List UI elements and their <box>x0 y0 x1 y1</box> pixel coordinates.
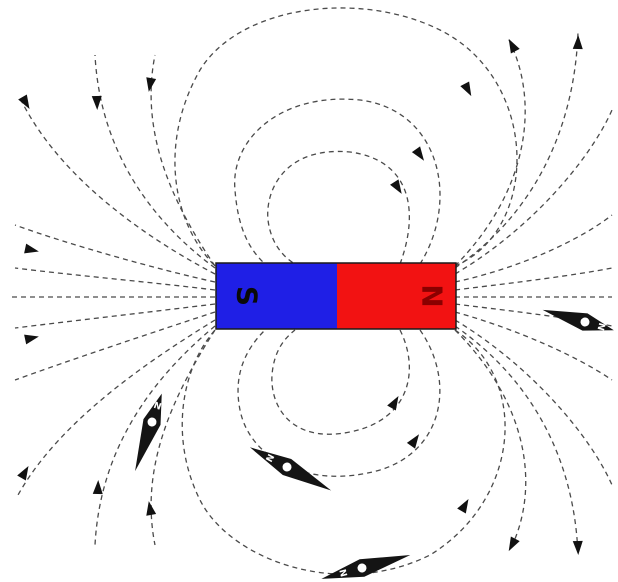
field-line-left-upper-3 <box>19 97 216 275</box>
compass-needle-icon: N <box>321 555 411 579</box>
south-pole-label: S <box>231 286 264 306</box>
arrow-icon <box>508 536 520 552</box>
arrow-icon <box>17 465 29 481</box>
field-line-right-upper-1 <box>454 267 613 291</box>
arrow-icon <box>457 498 469 514</box>
field-line-left-lower-2 <box>14 311 216 381</box>
svg-text:N: N <box>265 453 277 464</box>
field-line-right-lower-3 <box>454 319 613 486</box>
arrow-icon <box>24 243 39 254</box>
field-line-right-lower-5 <box>454 329 527 551</box>
arrow-icon <box>146 77 157 92</box>
field-lines <box>10 7 613 575</box>
field-line-left-lower-1 <box>14 303 216 329</box>
field-direction-arrows <box>17 35 583 555</box>
field-line-left-upper-5 <box>150 54 216 267</box>
svg-text:N: N <box>339 568 351 578</box>
arrow-icon <box>24 334 39 345</box>
magnet-outline <box>215 262 457 330</box>
field-line-right-lower-2 <box>454 311 613 381</box>
arrow-icon <box>572 35 583 50</box>
arrow-icon <box>18 94 30 110</box>
field-line-right-lower-4 <box>454 325 579 556</box>
field-line-loop-lower-large <box>181 329 506 575</box>
field-line-left-upper-4 <box>94 54 216 269</box>
arrow-icon <box>91 95 102 110</box>
arrow-icon <box>411 146 425 161</box>
compass-needle-icon: N <box>542 309 614 331</box>
field-line-left-lower-3 <box>17 319 216 496</box>
field-line-left-upper-2 <box>14 224 216 283</box>
field-line-loop-upper-small <box>267 150 410 265</box>
field-line-loop-lower-medium <box>237 329 441 477</box>
field-line-right-upper-2 <box>454 214 613 283</box>
svg-text:N: N <box>152 401 162 413</box>
bar-magnet: S N <box>215 262 457 330</box>
field-line-right-lower-1 <box>454 303 613 327</box>
arrow-icon <box>92 480 103 495</box>
compass-needle-icon: N <box>135 393 162 472</box>
field-line-right-upper-5 <box>454 37 526 267</box>
compass-needle-icon: N <box>249 447 332 491</box>
magnet-south-pole <box>216 263 337 329</box>
field-line-loop-lower-small <box>271 329 411 435</box>
compass-needles: N N N N <box>135 309 614 579</box>
svg-text:N: N <box>595 321 607 331</box>
arrow-icon <box>572 540 583 555</box>
arrow-icon <box>460 81 472 97</box>
field-line-right-upper-3 <box>454 109 613 275</box>
field-line-right-upper-4 <box>454 31 579 269</box>
arrow-icon <box>146 501 157 516</box>
arrow-icon <box>406 434 420 449</box>
arrow-icon <box>387 395 399 411</box>
arrow-icon <box>390 179 402 194</box>
arrow-icon <box>508 38 520 54</box>
north-pole-label: N <box>416 284 449 307</box>
field-line-loop-upper-medium <box>234 98 441 265</box>
magnet-north-pole <box>337 263 456 329</box>
field-line-left-upper-1 <box>14 267 216 291</box>
field-line-left-lower-5 <box>150 329 216 546</box>
field-line-loop-upper-large <box>174 7 518 267</box>
